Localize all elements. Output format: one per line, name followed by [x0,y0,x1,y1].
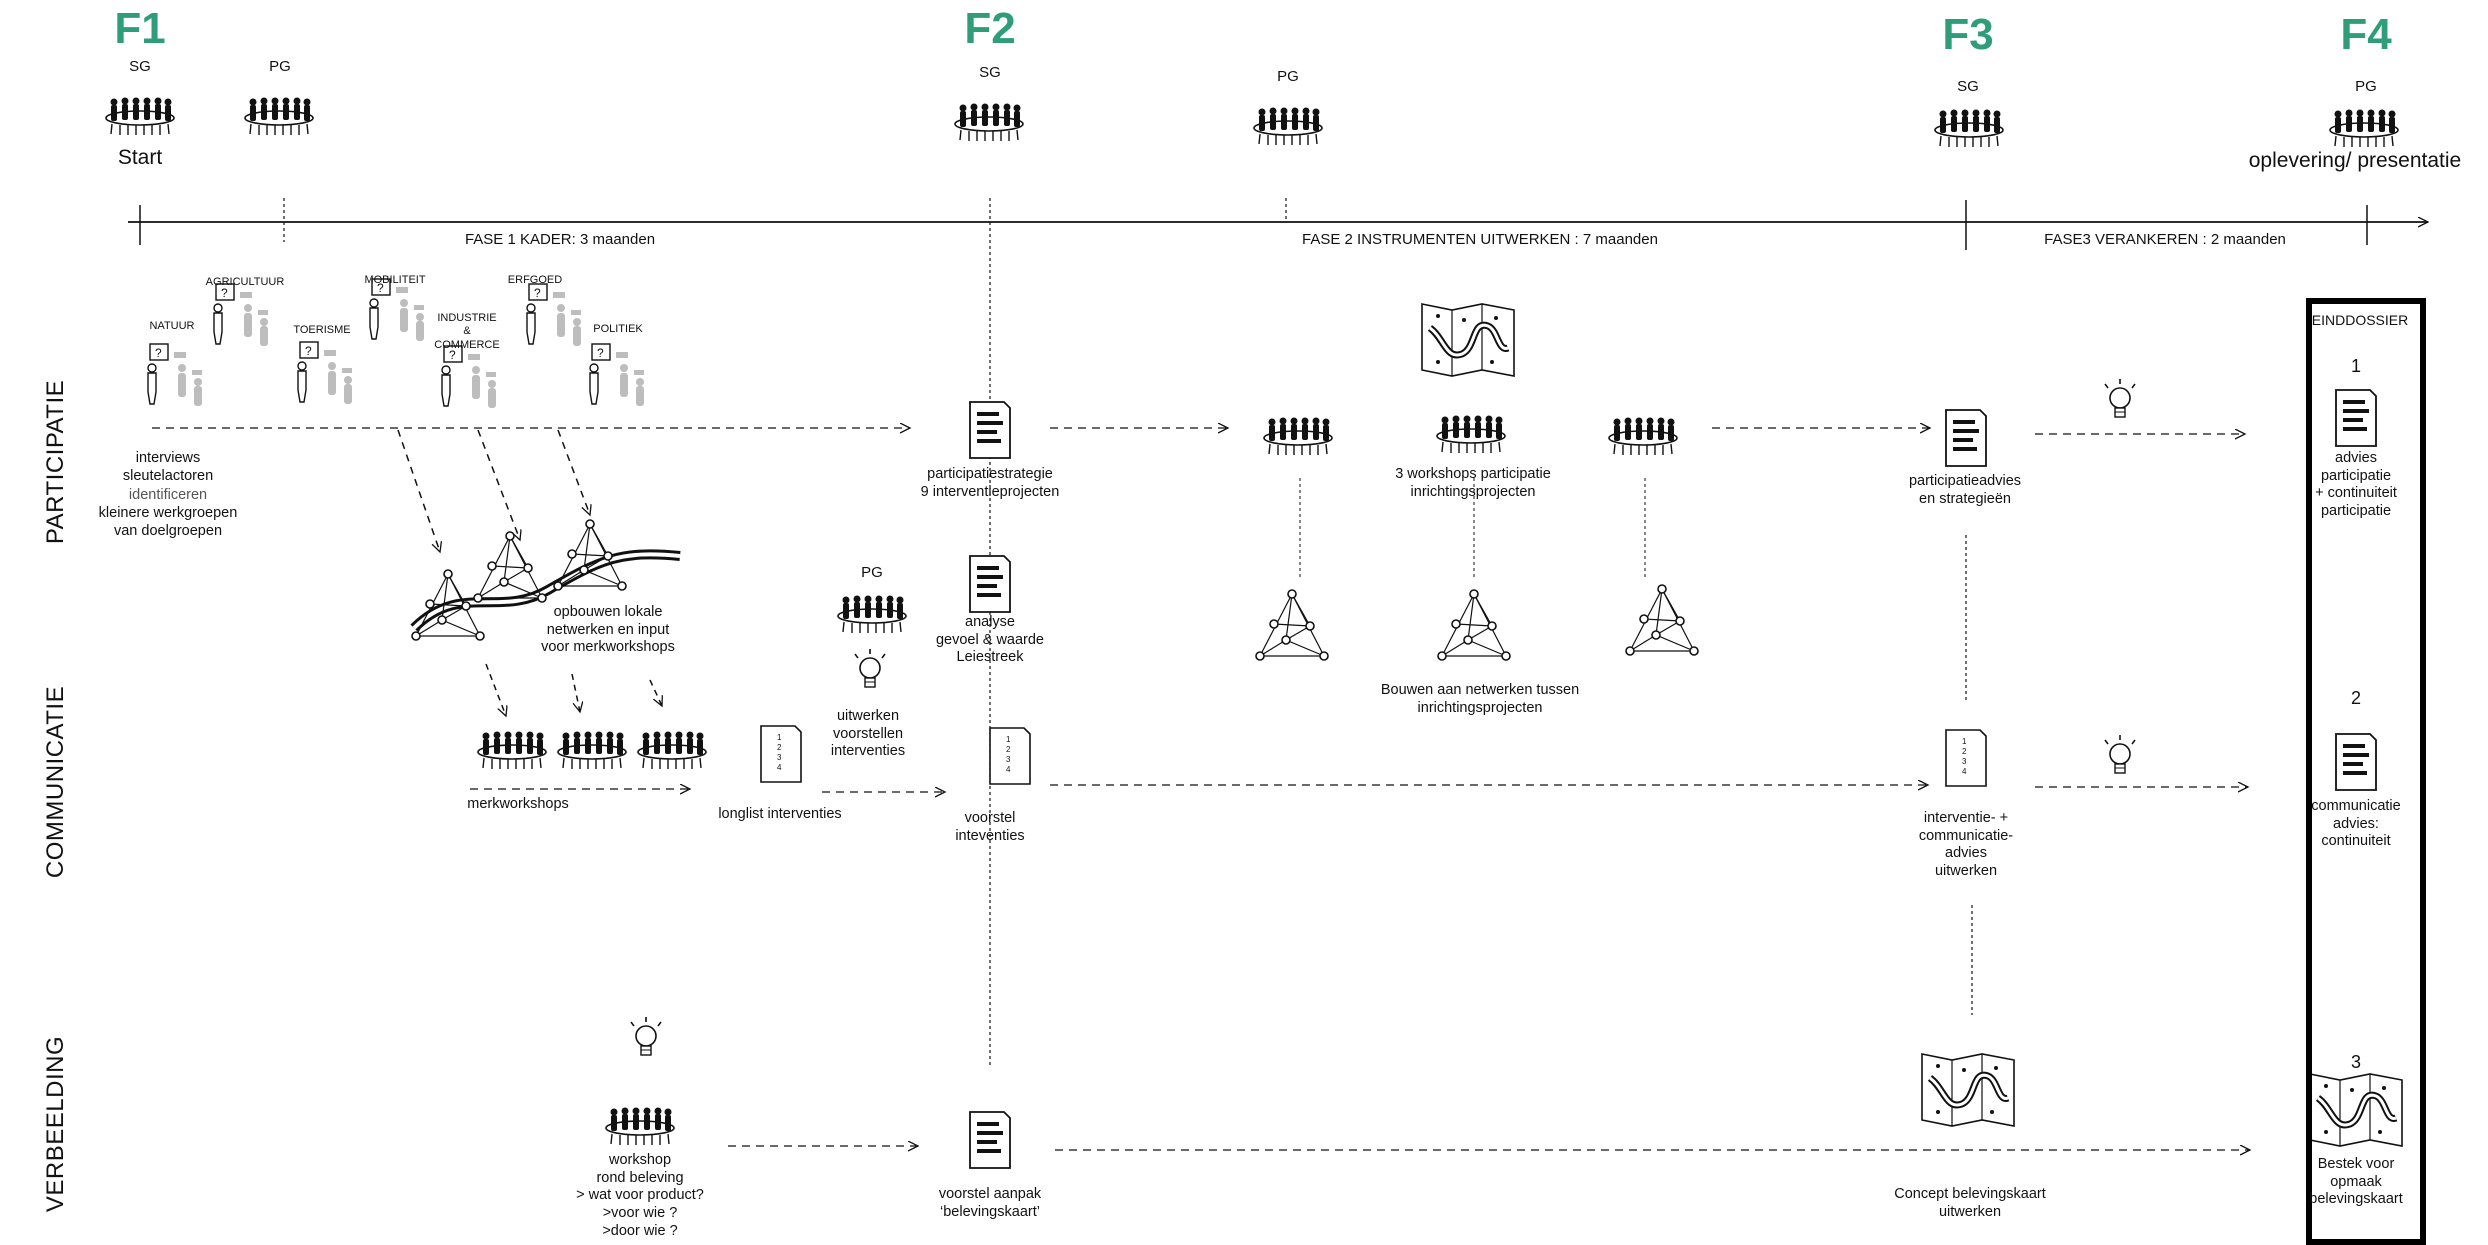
milestone-code-f4: F4 [2340,10,2392,59]
interventie-advies-label: interventie- + communicatie- advies uitw… [1918,810,2014,880]
einddossier-item-text: advies participatie + continuiteit parti… [2315,450,2397,520]
participatieadvies-label: participatieadvies en strategieën [1908,473,2022,507]
milestone-caption-f1: Start [117,146,163,169]
longlist-label: longlist interventies [718,806,842,822]
stakeholder-label: INDUSTRIE & COMMERCE [434,312,500,351]
communicatie-flow [470,555,2248,792]
einddossier-box [2306,298,2426,1245]
lokale-netwerken [397,429,681,716]
milestone-extra-meeting-f1: PG [269,58,291,75]
milestone-meeting-f3: SG [1957,78,1979,95]
stakeholder-label: NATUUR [149,320,195,332]
row-label-communicatie: COMMUNICATIE [42,685,69,879]
concept-belevingskaart-label: Concept belevingskaart uitwerken [1894,1186,2046,1220]
milestone-caption-f4: oplevering/ presentatie [2248,149,2462,172]
einddossier-item-number: 1 [2350,356,2361,376]
uitwerken-voorstellen-label: uitwerken voorstellen interventies [830,708,906,760]
phase-2-label: FASE 2 INSTRUMENTEN UITWERKEN : 7 maande… [1302,231,1658,248]
participatie-flow [152,304,2245,661]
stakeholder-label: MOBILITEIT [364,274,426,286]
phase-1-label: FASE 1 KADER: 3 maanden [464,231,656,248]
stakeholder-person-icons [147,278,645,409]
einddossier-item-text: communicatie advies: continuiteit [2311,798,2401,850]
milestone-code-f1: F1 [114,4,166,53]
workshops-participatie-label: 3 workshops participatie inrichtingsproj… [1395,466,1551,500]
stakeholder-label: POLITIEK [593,323,643,335]
milestone-meeting-f2: SG [979,64,1001,81]
einddossier-title: EINDDOSSIER [2311,312,2409,328]
stakeholder-label: AGRICULTUUR [205,276,285,288]
werkgroepen-label: kleinere werkgroepen van doelgroepen [98,505,238,539]
interviews-label: interviews sleutelactoren [122,450,214,484]
stakeholder-label: TOERISME [293,324,351,336]
netwerken-bouwen-label: Bouwen aan netwerken tussen inrichtingsp… [1380,682,1580,716]
milestone-code-f3: F3 [1942,10,1994,59]
voorstel-interventies-label: voorstel inteventies [955,810,1025,844]
einddossier-item-text: Bestek voor opmaak belevingskaart [2309,1156,2403,1208]
phase-3-label: FASE3 VERANKEREN : 2 maanden [2044,231,2286,248]
analyse-label: analyse gevoel & waarde Leiestreek [935,614,1044,666]
verbeelding-flow [605,1016,2250,1169]
timeline-axis [128,198,2428,1065]
communicatie-pg-label: PG [861,564,883,581]
voorstel-aanpak-label: voorstel aanpak ‘belevingskaart’ [938,1186,1042,1220]
lokale-netwerken-label: opbouwen lokale netwerken en input voor … [541,604,675,656]
einddossier-item-number: 2 [2350,688,2361,708]
einddossier-item-number: 3 [2350,1052,2361,1072]
row-label-verbeelding: VERBEELDING [42,1035,69,1213]
milestone-extra-meeting-f2: PG [1277,68,1299,85]
row-label-participatie: PARTICIPATIE [42,379,69,545]
workshop-beleving-label: workshop rond beleving > wat voor produc… [576,1152,704,1239]
meeting-group-icons [105,96,2399,148]
milestone-meeting-f1: SG [129,58,151,75]
identificeren-label: identificeren [128,487,208,503]
participatiestrategie-label: participatiestrategie 9 interventieproje… [920,466,1060,500]
milestone-meeting-f4: PG [2355,78,2377,95]
stakeholder-label: ERFGOED [507,274,563,286]
merkworkshops-label: merkworkshops [467,796,569,812]
milestone-code-f2: F2 [964,4,1016,53]
